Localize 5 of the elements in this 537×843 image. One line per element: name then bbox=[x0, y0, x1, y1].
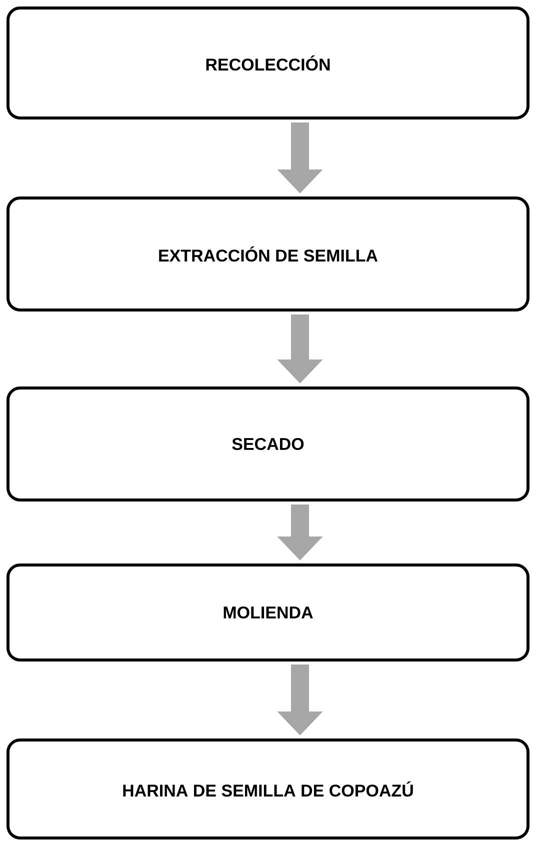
process-box: HARINA DE SEMILLA DE COPOAZÚ bbox=[6, 738, 530, 840]
process-box: RECOLECCIÓN bbox=[6, 6, 530, 120]
process-box: SECADO bbox=[6, 386, 530, 502]
process-box: EXTRACCIÓN DE SEMILLA bbox=[6, 196, 530, 312]
process-box: MOLIENDA bbox=[6, 564, 530, 662]
